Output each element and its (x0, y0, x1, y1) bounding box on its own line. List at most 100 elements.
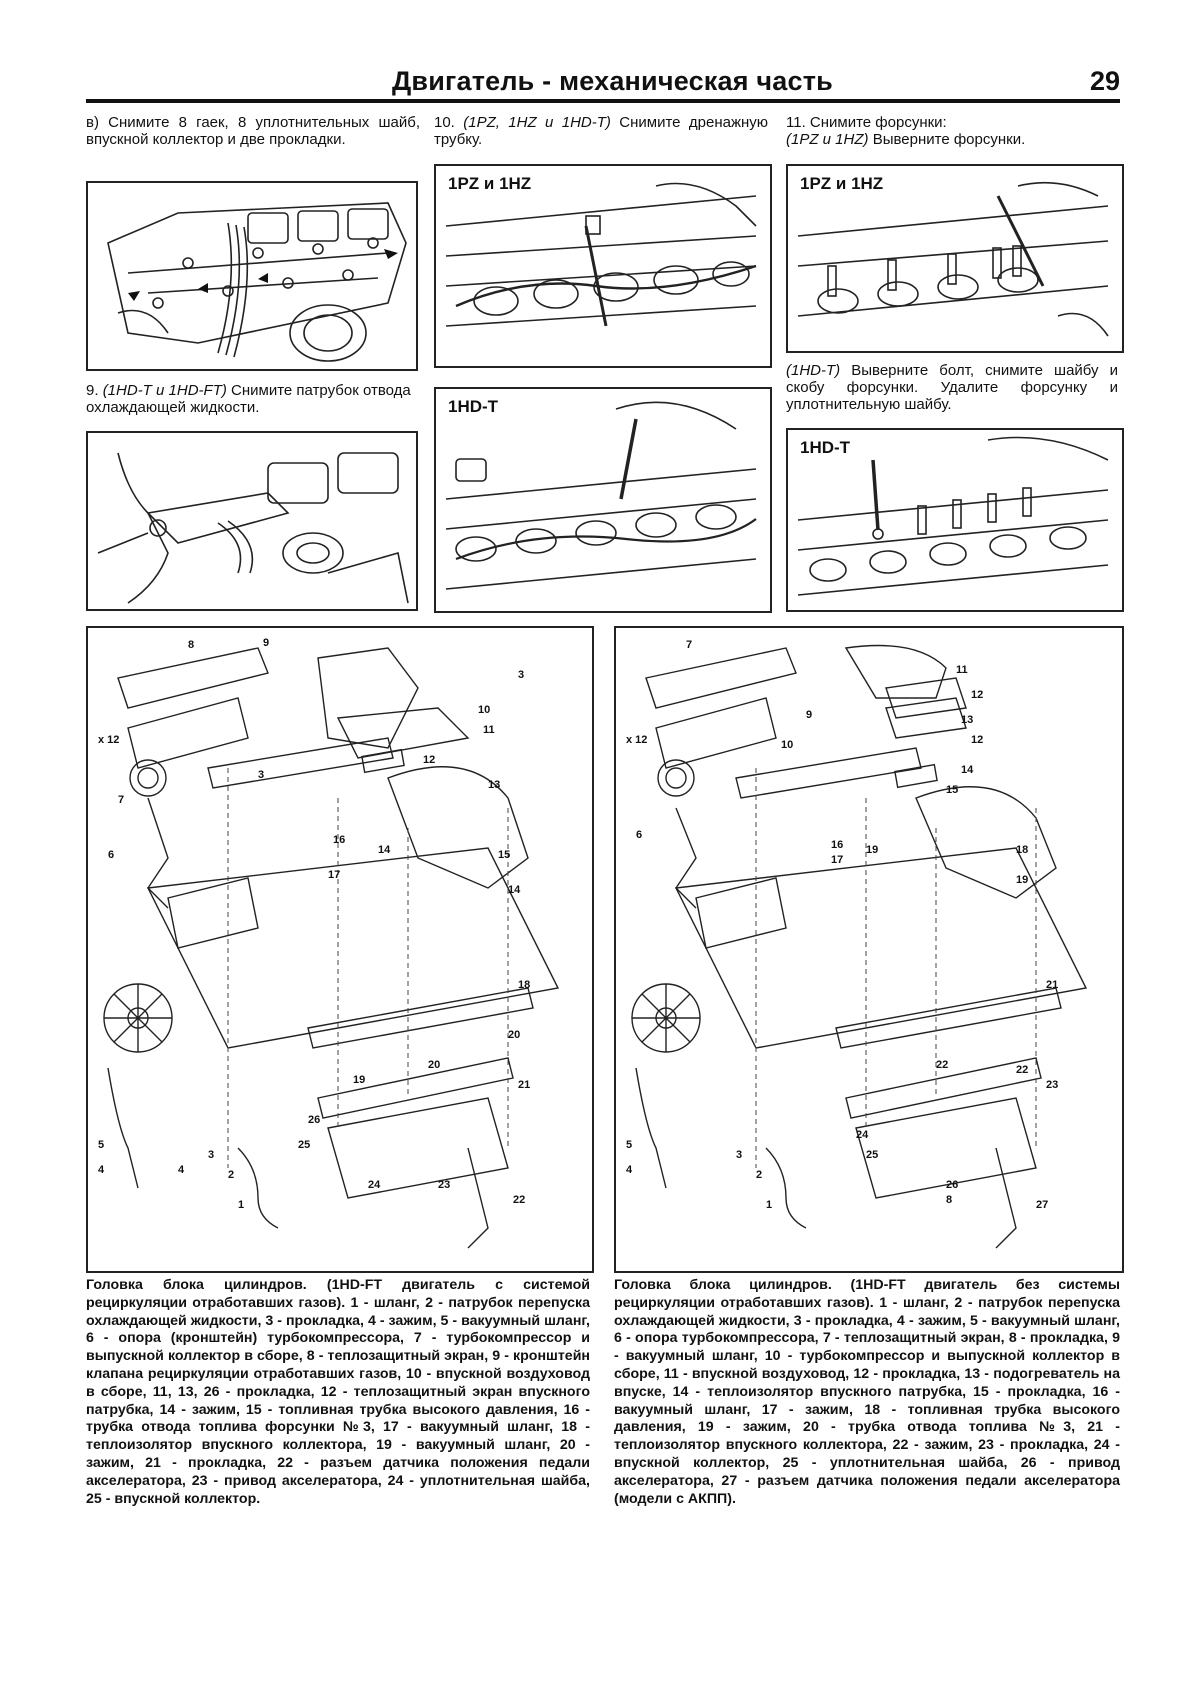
left-callout-13: 15 (498, 849, 510, 861)
left-callout-27: 24 (368, 1179, 381, 1191)
left-callout-21: 26 (308, 1114, 320, 1126)
right-callout-8: 14 (961, 764, 974, 776)
header-rule (86, 99, 1120, 103)
left-callout-29: 22 (513, 1194, 525, 1206)
left-callout-17: 20 (508, 1029, 520, 1041)
step-11b-text: (1HD-T) Выверните болт, снимите шайбу и … (786, 362, 1118, 413)
right-callout-22: 24 (856, 1129, 869, 1141)
right-callout-28: 27 (1036, 1199, 1048, 1211)
left-callout-5: 12 (423, 754, 435, 766)
step-11-models: (1PZ и 1HZ) (786, 131, 869, 148)
step-11-text: 11. Снимите форсунки: (1PZ и 1HZ) Выверн… (786, 114, 1120, 148)
right-callout-12: 19 (866, 844, 878, 856)
illustration-injectors-1hd-t (797, 436, 1109, 596)
right-callout-21: 4 (626, 1164, 633, 1176)
left-callout-23: 4 (98, 1164, 105, 1176)
right-callout-9: 15 (946, 784, 958, 796)
right-callout-10: 16 (831, 839, 843, 851)
illustration-drain-pipe-1hd-t (445, 401, 757, 590)
right-callout-20: 5 (626, 1139, 632, 1151)
step-10-body: Снимите дренажную трубку. (434, 114, 769, 148)
left-callout-30: 25 (298, 1139, 310, 1151)
step-11-heading: 11. Снимите форсунки: (786, 114, 947, 131)
left-callout-6: x 12 (98, 734, 119, 746)
right-callout-17: 22 (936, 1059, 948, 1071)
left-callout-25: 2 (228, 1169, 234, 1181)
caption-no-egr: Головка блока цилиндров. (1HD-FT двигате… (614, 1277, 1120, 1507)
figure-injectors-1pz-1hz: 1PZ и 1HZ (786, 164, 1124, 353)
left-callout-24: 3 (208, 1149, 214, 1161)
right-callout-7: 10 (781, 739, 793, 751)
left-callout-19: 20 (428, 1059, 440, 1071)
step-9-text: 9. (1HD-T и 1HD-FT) Снимите патрубок отв… (86, 382, 416, 416)
figure-injectors-1hd-t: 1HD-T (786, 428, 1124, 612)
left-callout-31: 4 (178, 1164, 185, 1176)
left-callout-4: 11 (483, 724, 495, 736)
left-callout-16: 18 (518, 979, 530, 991)
left-callout-20: 21 (518, 1079, 530, 1091)
caption-egr: Головка блока цилиндров. (1HD-FT двигате… (86, 1277, 590, 1507)
figure-drain-pipe-1pz-1hz: 1PZ и 1HZ (434, 164, 772, 368)
figure-drain-pipe-1hd-t: 1HD-T (434, 387, 772, 613)
left-callout-11: 16 (333, 834, 345, 846)
left-callout-18: 19 (353, 1074, 365, 1086)
right-callout-0: 7 (686, 639, 692, 651)
left-callout-15: 14 (508, 884, 521, 896)
right-callout-25: 2 (756, 1169, 762, 1181)
right-callout-18: 22 (1016, 1064, 1028, 1076)
illustration-drain-pipe (445, 182, 757, 327)
step-9-body: Снимите патрубок отвода охлаждающей жидк… (86, 382, 411, 416)
step-9-number: 9. (86, 382, 99, 399)
step-11-body: Выверните форсунки. (872, 131, 1026, 148)
right-callout-24: 3 (736, 1149, 742, 1161)
left-callout-22: 5 (98, 1139, 104, 1151)
right-callout-29: 8 (946, 1194, 952, 1206)
left-callout-14: 17 (328, 869, 340, 881)
figure-label: 1HD-T (446, 397, 501, 417)
left-callout-3: 10 (478, 704, 490, 716)
step-8c-text: в) Снимите 8 гаек, 8 уплотнительных шайб… (86, 114, 420, 148)
right-callout-6: x 12 (626, 734, 647, 746)
left-callout-26: 1 (238, 1199, 244, 1211)
left-callout-28: 23 (438, 1179, 450, 1191)
right-callout-5: 9 (806, 709, 812, 721)
right-callout-4: 12 (971, 734, 983, 746)
left-callout-1: 9 (263, 637, 269, 649)
figure-coolant-outlet (86, 431, 418, 611)
step-9-models: (1HD-T и 1HD-FT) (102, 382, 227, 399)
page-header: Двигатель - механическая часть 29 (86, 58, 1120, 103)
figure-label: 1PZ и 1HZ (798, 174, 886, 194)
step-11b-models: (1HD-T) (786, 362, 841, 379)
right-callout-11: 17 (831, 854, 843, 866)
left-callout-10: 6 (108, 849, 114, 861)
right-callout-19: 23 (1046, 1079, 1058, 1091)
page-number: 29 (1089, 66, 1120, 96)
illustration-injectors (797, 181, 1109, 337)
figure-label: 1HD-T (798, 438, 853, 458)
illustration-coolant-outlet (97, 452, 409, 604)
illustration-intake-manifold (107, 202, 407, 362)
left-callout-12: 14 (378, 844, 391, 856)
right-callout-1: 11 (956, 664, 968, 676)
section-title: Двигатель - механическая часть (392, 66, 833, 96)
left-callout-7: 3 (258, 769, 264, 781)
right-callout-2: 12 (971, 689, 983, 701)
right-callout-3: 13 (961, 714, 973, 726)
left-callout-0: 8 (188, 639, 194, 651)
right-callout-26: 1 (766, 1199, 772, 1211)
step-10-models: (1PZ, 1HZ и 1HD-T) (463, 114, 611, 131)
figure-intake-manifold-nuts (86, 181, 418, 371)
right-callout-23: 25 (866, 1149, 878, 1161)
right-callout-15: 19 (1016, 874, 1028, 886)
left-callout-2: 3 (518, 669, 524, 681)
figure-label: 1PZ и 1HZ (446, 174, 534, 194)
left-callout-9: 7 (118, 794, 124, 806)
step-10-text: 10. (1PZ, 1HZ и 1HD-T) Снимите дренажную… (434, 114, 768, 148)
left-callout-8: 13 (488, 779, 500, 791)
right-callout-13: 18 (1016, 844, 1028, 856)
step-11b-body: Выверните болт, снимите шайбу и скобу фо… (786, 362, 1118, 413)
